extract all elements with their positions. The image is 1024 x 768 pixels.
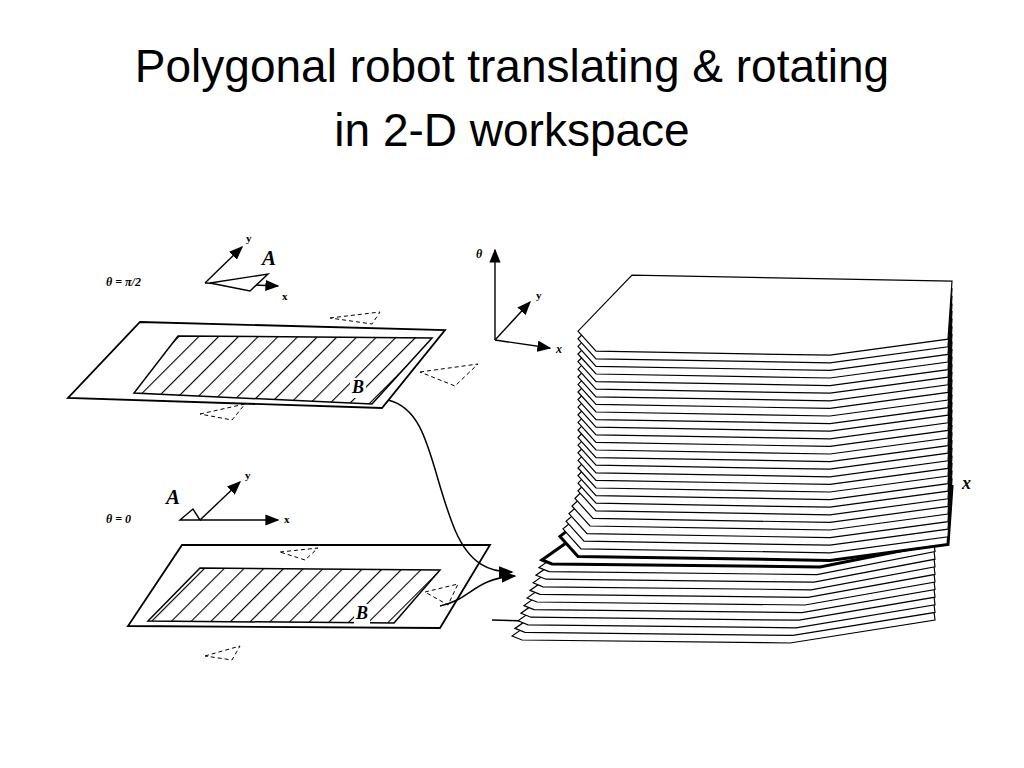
robot-label: A bbox=[262, 247, 276, 270]
cspace-slice bbox=[578, 275, 952, 355]
axis-label: y bbox=[536, 289, 542, 301]
robot-label: A bbox=[166, 486, 180, 509]
slide-title: Polygonal robot translating & rotating i… bbox=[0, 34, 1024, 162]
axis-label: x bbox=[282, 290, 288, 302]
angle-label: θ = 0 bbox=[106, 513, 131, 526]
axis-label: x bbox=[556, 343, 562, 356]
cspace-axes bbox=[495, 250, 550, 348]
axis-label: y bbox=[246, 232, 252, 244]
workspace-slab-bottom bbox=[128, 545, 490, 660]
axis-label: θ bbox=[476, 248, 482, 261]
cspace-obstacle-stack bbox=[512, 275, 952, 643]
axis-label: y bbox=[245, 469, 251, 481]
obstacle-label: B bbox=[354, 604, 370, 624]
axis-label: x bbox=[962, 474, 971, 494]
obstacle-label: B bbox=[350, 378, 366, 398]
robot-axes-top bbox=[205, 247, 278, 291]
angle-label: θ = π/2 bbox=[106, 276, 141, 289]
workspace-slab-top bbox=[68, 312, 478, 420]
title-text: Polygonal robot translating & rotating i… bbox=[132, 34, 892, 162]
axis-label: x bbox=[284, 513, 290, 525]
robot-axes-bottom bbox=[180, 482, 278, 520]
